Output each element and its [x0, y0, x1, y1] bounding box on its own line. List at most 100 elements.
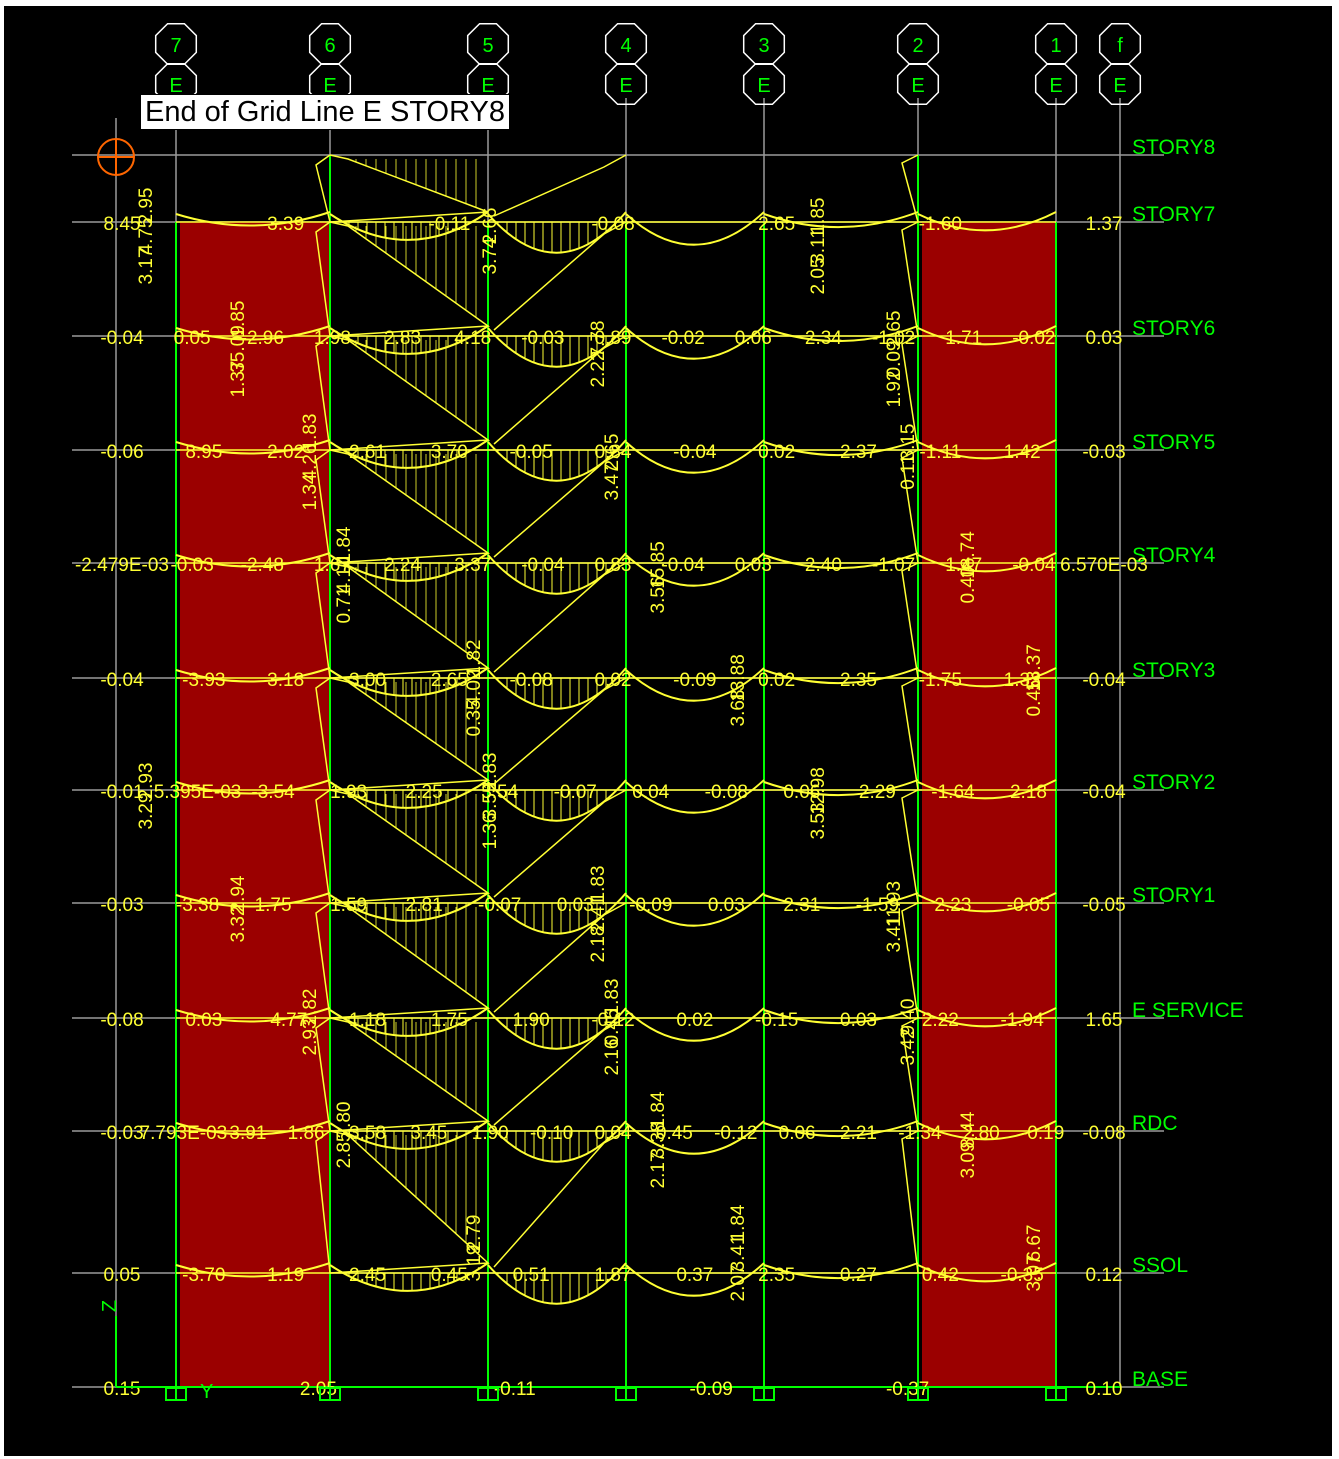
- beam-moment-value: -1.75: [919, 670, 962, 691]
- beam-moment-value: 0.12: [1086, 1265, 1123, 1286]
- beam-moment-value: 0.83: [595, 555, 632, 576]
- beam-moment-value: -0.05: [1007, 895, 1050, 916]
- beam-moment-value: 0.05: [174, 328, 211, 349]
- column-moment-value: 0.11: [898, 454, 919, 490]
- beam-moment-value: -0.09: [629, 895, 672, 916]
- column-moment-value: 1.37: [228, 361, 249, 398]
- column-moment-value: 3.29: [136, 793, 157, 830]
- grid-bubble-line[interactable]: [1034, 62, 1078, 106]
- beam-moment-value: -0.19: [1021, 1123, 1064, 1144]
- column-moment-value: 3.07: [1024, 1255, 1045, 1292]
- column-moment-value: 3.09: [958, 1142, 979, 1179]
- column-moment-diagram: [901, 1130, 919, 1274]
- column-moment-diagram: [901, 1017, 919, 1132]
- moment-curve: [763, 1262, 919, 1280]
- story-label: STORY8: [1132, 136, 1215, 159]
- moment-curve: [175, 552, 331, 568]
- beam-moment-value: 0.03: [557, 895, 594, 916]
- beam-moment-value: -0.03: [1082, 442, 1125, 463]
- beam-moment-value: 3.70: [431, 442, 468, 463]
- column-moment-value: 0.71: [334, 587, 355, 624]
- beam-moment-value: 3.58: [349, 1123, 386, 1144]
- beam-moment-value: -0.05: [510, 442, 553, 463]
- beam-moment-value: 0.10: [1086, 1379, 1123, 1400]
- grid-bubble-number-label: 6: [324, 35, 335, 57]
- beam-moment-value: -0.03: [521, 328, 564, 349]
- column-moment-value: 2.22: [588, 351, 609, 388]
- beam-moment-value: 2.65: [758, 214, 795, 235]
- beam-moment-value: -3.38: [176, 895, 219, 916]
- grid-bubble-line-label: E: [323, 75, 336, 97]
- beam-moment-value: -0.12: [591, 1010, 634, 1031]
- story-label: RDC: [1132, 1112, 1178, 1135]
- moment-curve: [917, 1120, 1057, 1141]
- beam-moment-value: -0.02: [1012, 328, 1055, 349]
- story-label: STORY5: [1132, 431, 1215, 454]
- grid-bubble-line-label: E: [757, 75, 770, 97]
- column-moment-diagram: [493, 789, 627, 898]
- story-label: STORY7: [1132, 203, 1215, 226]
- moment-curve: [175, 1007, 331, 1023]
- column-moment-diagram: [315, 562, 331, 679]
- column-moment-value: 3.74: [480, 237, 501, 274]
- column-moment-value: 0.40: [958, 567, 979, 604]
- beam-moment-value: 0.45: [656, 1123, 693, 1144]
- wall-panel-right[interactable]: [922, 222, 1056, 1387]
- beam-moment-value: 0.05: [104, 1265, 141, 1286]
- beam-moment-value: 2.29: [859, 782, 896, 803]
- beam-moment-value: 0.03: [840, 1010, 877, 1031]
- column-moment-diagram: [315, 335, 331, 451]
- moment-curve: [175, 779, 331, 795]
- grid-bubble-line[interactable]: [604, 62, 648, 106]
- beam-moment-value: 2.02: [267, 442, 304, 463]
- beam-moment-value: 2.24: [384, 555, 421, 576]
- column-moment-diagram: [315, 677, 331, 791]
- column-moment-value: 1.83: [602, 979, 623, 1016]
- column-moment-value: 4.10: [334, 557, 355, 594]
- story-label: E SERVICE: [1132, 999, 1244, 1022]
- grid-end-tooltip: End of Grid Line E STORY8: [140, 94, 511, 130]
- beam-moment-value: 4.18: [454, 328, 491, 349]
- column-moment-diagram: [493, 449, 627, 558]
- moment-curve: [763, 552, 919, 570]
- beam-moment-value: -0.04: [1082, 782, 1126, 803]
- beam-moment-value: -0.11: [494, 1379, 536, 1400]
- column-moment-value: 3.68: [728, 690, 749, 727]
- column-moment-value: 3.53: [808, 803, 829, 840]
- column-moment-value: 2.82: [300, 989, 321, 1026]
- wall-panel-left[interactable]: [180, 222, 330, 1387]
- grid-bubble-line[interactable]: [742, 62, 786, 106]
- moment-curve: [763, 211, 919, 229]
- beam-moment-value: 1.75: [255, 895, 292, 916]
- column-moment-diagram: [315, 449, 331, 564]
- z-axis-label: Z: [99, 1300, 121, 1312]
- grid-bubble-line-label: E: [169, 75, 182, 97]
- wall-regions: [180, 222, 1056, 1387]
- column-moment-diagram: [329, 1017, 491, 1132]
- beam-moment-value: 2.61: [349, 442, 386, 463]
- beam-moment-value: -0.03: [100, 1123, 143, 1144]
- column-moment-diagram: [329, 789, 491, 904]
- beam-moment-value: 7.793E-03: [140, 1123, 228, 1144]
- column-moment-value: 2.41: [588, 896, 609, 933]
- moment-curve: [917, 552, 1057, 573]
- beam-moment-value: 2.81: [406, 895, 443, 916]
- beam-moment-value: -0.08: [705, 782, 748, 803]
- grid-bubble-line[interactable]: [896, 62, 940, 106]
- column-moment-value: 18.37: [1024, 644, 1045, 692]
- beam-moment-value: 2.35: [840, 670, 877, 691]
- beam-moment-value: 2.40: [805, 555, 842, 576]
- beam-moment-value: -2.48: [241, 555, 284, 576]
- beam-moment-value: -1.07: [872, 555, 915, 576]
- column-moment-value: 1.85: [808, 198, 829, 235]
- beam-moment-value: -0.09: [673, 670, 716, 691]
- moment-curve: [175, 1262, 331, 1278]
- beam-moment-value: -0.10: [530, 1123, 573, 1144]
- grid-bubble-line[interactable]: [1098, 62, 1142, 106]
- column-moment-value: 1.82: [464, 640, 485, 677]
- column-moment-diagram: [901, 154, 919, 223]
- column-moment-diagram: [329, 1130, 490, 1274]
